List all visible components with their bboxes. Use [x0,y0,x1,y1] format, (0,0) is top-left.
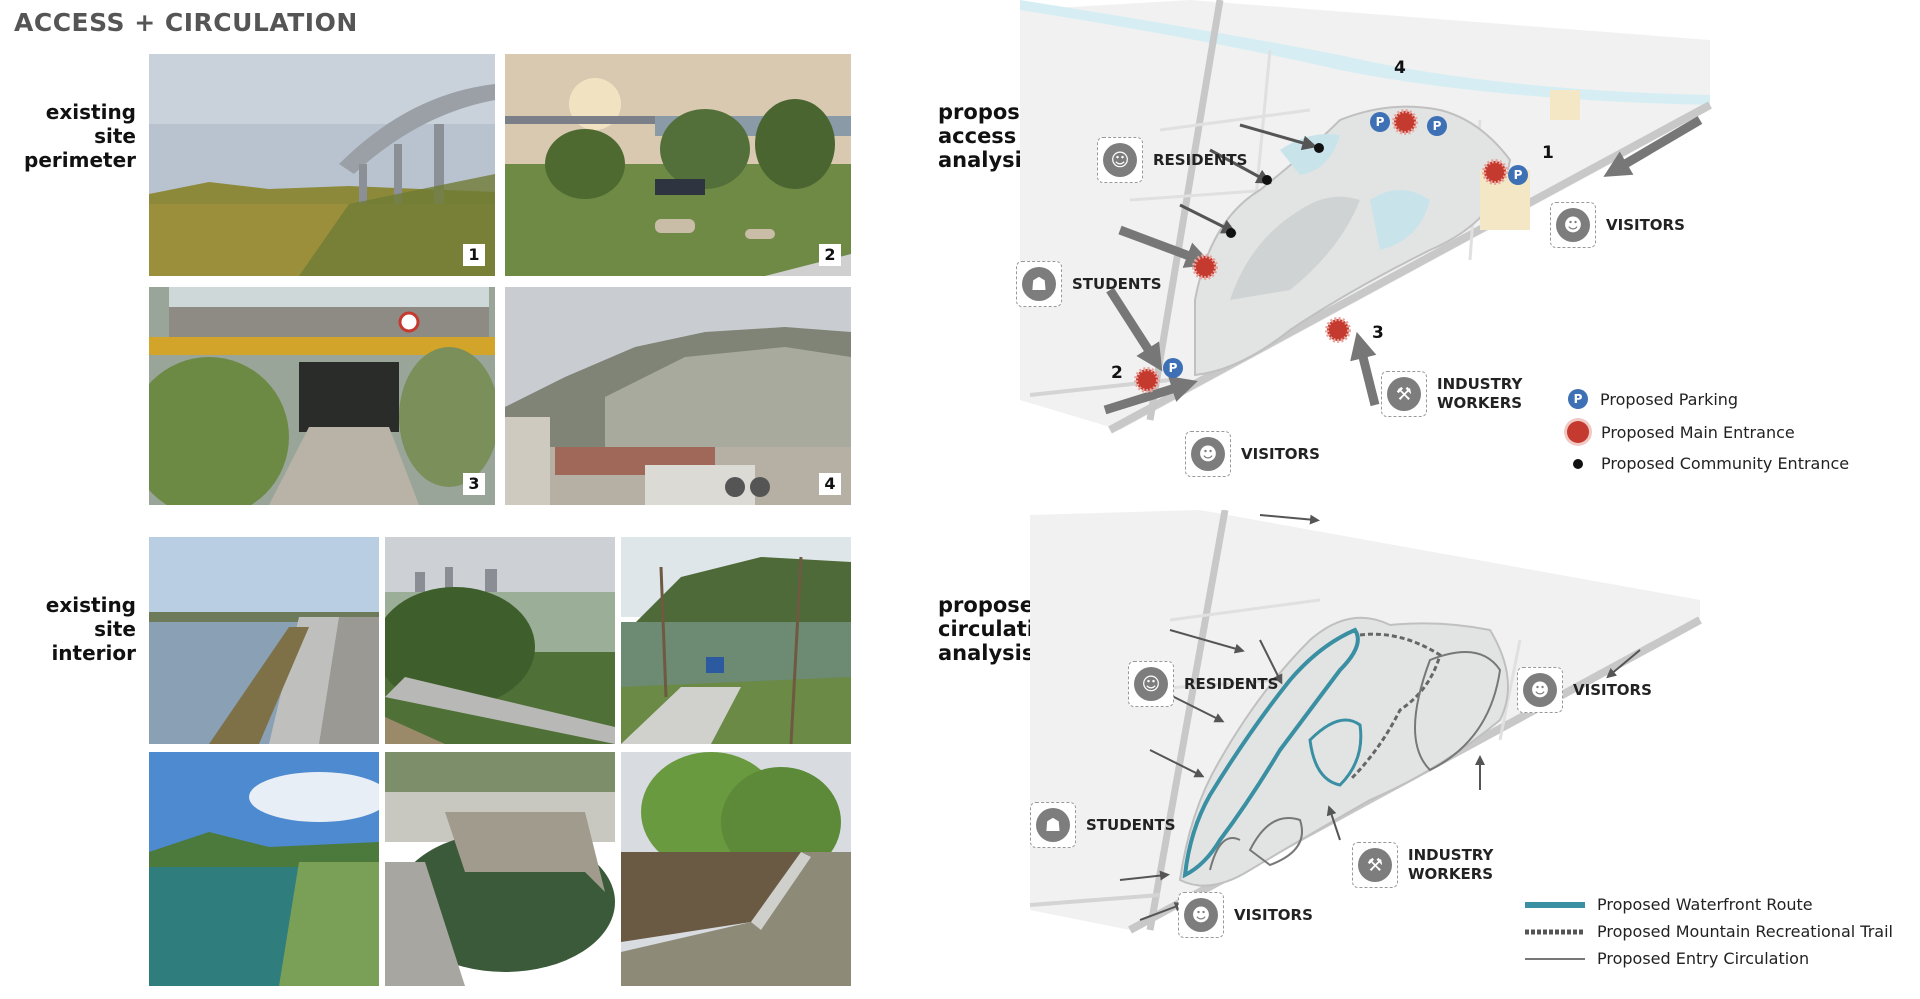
persona-label: VISITORS [1234,905,1313,924]
interior-photo-3 [621,537,851,744]
access-map: 4 1 3 2 P P P P [1020,0,1712,434]
legend-waterfront: Proposed Waterfront Route [1525,895,1813,914]
legend-main-entrance: Proposed Main Entrance [1567,421,1795,443]
section-label-perimeter: existing site perimeter [6,100,136,172]
access-title-line2: access [938,124,1017,148]
persona-label: STUDENTS [1072,274,1162,293]
access-arrow-students [1118,225,1213,268]
group-icon: ☻ [1185,431,1231,477]
access-persona-students: ☗ STUDENTS [1016,261,1162,307]
main-entrance-4 [1392,109,1418,135]
access-title-line3: analysis [938,148,1035,172]
access-number-3: 3 [1372,323,1384,343]
access-number-4: 4 [1394,58,1406,78]
persona-label-line2: WORKERS [1437,394,1523,412]
legend-parking: P Proposed Parking [1568,389,1738,409]
access-persona-residents: ☺ RESIDENTS [1097,137,1247,183]
waterfront-route [1182,627,1360,879]
legend-mountain-trail: Proposed Mountain Recreational Trail [1525,922,1893,941]
entry-circulation [1414,651,1502,772]
family-icon: ☺ [1097,137,1143,183]
graduate-icon: ☗ [1016,261,1062,307]
access-river [1020,0,1710,105]
persona-label: RESIDENTS [1184,674,1279,693]
interior-photo-2 [385,537,615,744]
legend-entry-label: Proposed Entry Circulation [1597,949,1810,968]
worker-icon: ⚒ [1352,842,1398,888]
circulation-persona-visitors-east: ☻ VISITORS [1517,667,1652,713]
parking-icon: P [1568,389,1588,409]
interior-photo-4 [149,752,379,986]
persona-label: RESIDENTS [1153,150,1248,169]
persona-label: VISITORS [1606,215,1685,234]
worker-icon: ⚒ [1381,371,1427,417]
access-persona-industry: ⚒ INDUSTRY WORKERS [1381,371,1522,417]
family-icon: ☺ [1128,661,1174,707]
section-label-interior-line2: interior [51,641,136,665]
parking-marker [1163,112,1528,378]
group-icon: ☻ [1517,667,1563,713]
access-persona-visitors-south: ☻ VISITORS [1185,431,1320,477]
page-title: ACCESS + CIRCULATION [14,8,358,37]
parking-label: P [1169,361,1178,375]
photo-badge-2: 2 [819,244,841,266]
main-entrance-2 [1134,367,1160,393]
circulation-title-line3: analysis [938,641,1035,665]
circulation-persona-students: ☗ STUDENTS [1030,802,1176,848]
legend-parking-label: Proposed Parking [1600,389,1739,409]
interior-photo-6 [621,752,851,986]
graduate-icon: ☗ [1030,802,1076,848]
perimeter-photo-2: 2 [505,54,851,276]
persona-label: INDUSTRY WORKERS [1408,846,1493,884]
circulation-persona-residents: ☺ RESIDENTS [1128,661,1278,707]
persona-label-line1: INDUSTRY [1408,846,1494,864]
legend-mountain-trail-label: Proposed Mountain Recreational Trail [1597,922,1893,941]
entry-line-icon [1525,957,1585,960]
persona-label-line2: WORKERS [1408,865,1494,883]
circulation-persona-visitors-south: ☻ VISITORS [1178,892,1313,938]
photo-badge-3: 3 [463,473,485,495]
legend-waterfront-label: Proposed Waterfront Route [1597,895,1813,914]
perimeter-photo-1: 1 [149,54,495,276]
waterfront-line-icon [1525,901,1585,908]
interior-photo-5 [385,752,615,986]
section-label-interior-line1: existing site [45,593,136,641]
access-number-1: 1 [1542,143,1554,163]
trail-line-icon [1525,929,1585,934]
legend-community-entrance: Proposed Community Entrance [1567,454,1849,473]
perimeter-photo-4: 4 [505,287,851,505]
section-label-interior: existing site interior [6,593,136,665]
main-entrance-1 [1482,159,1508,185]
group-icon: ☻ [1178,892,1224,938]
main-entrance-3 [1325,317,1351,343]
perimeter-photo-3: 3 [149,287,495,505]
section-label-perimeter-line1: existing site [45,100,136,148]
legend-entry: Proposed Entry Circulation [1525,949,1809,968]
parking-label: P [1376,115,1385,129]
group-icon: ☻ [1550,202,1596,248]
legend-main-entrance-label: Proposed Main Entrance [1601,422,1795,442]
interior-photo-1 [149,537,379,744]
access-number-2: 2 [1111,363,1123,383]
persona-label-line1: INDUSTRY [1437,375,1523,393]
section-label-perimeter-line2: perimeter [24,148,136,172]
parking-label: P [1514,168,1523,182]
persona-label: VISITORS [1573,680,1652,699]
legend-community-entrance-label: Proposed Community Entrance [1601,454,1850,473]
main-entrance-icon [1567,421,1589,443]
persona-label: STUDENTS [1086,815,1176,834]
access-persona-visitors-east: ☻ VISITORS [1550,202,1685,248]
community-entrance-icon [1573,458,1583,469]
circulation-persona-industry: ⚒ INDUSTRY WORKERS [1352,842,1493,888]
circulation-map [1029,510,1702,934]
photo-badge-1: 1 [463,244,485,266]
photo-badge-4: 4 [819,473,841,495]
parking-label: P [1433,119,1442,133]
persona-label: INDUSTRY WORKERS [1437,375,1522,413]
persona-label: VISITORS [1241,444,1320,463]
